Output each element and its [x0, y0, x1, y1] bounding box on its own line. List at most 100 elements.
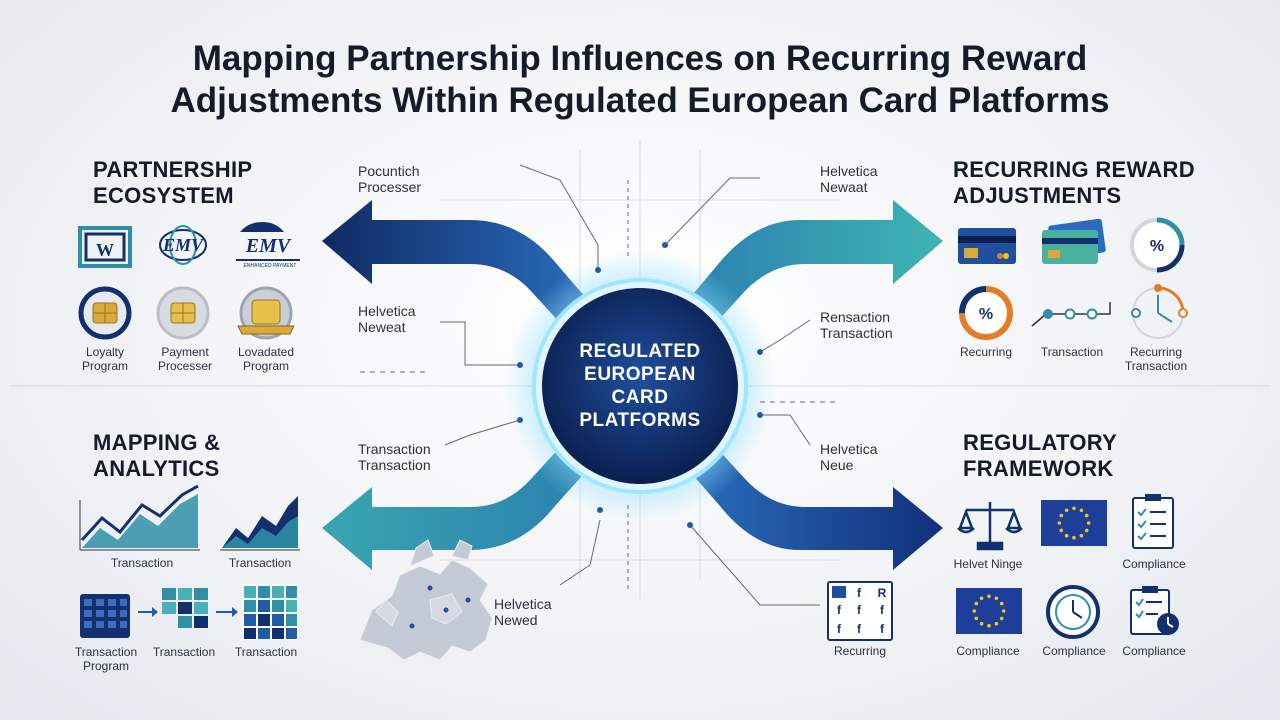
- europe-map-markers: [409, 585, 471, 629]
- partnership-title-line-2: ECOSYSTEM: [93, 183, 234, 208]
- eu-flag-star: [1057, 521, 1062, 525]
- flow-arrow-bottom-left: [322, 434, 598, 570]
- connector-dots: [517, 242, 763, 528]
- recurring-cycle-icon: [1131, 284, 1188, 339]
- compliance-clipboard-clock-icon: [1130, 586, 1179, 635]
- mapping-chart-label-2: Transaction: [228, 556, 292, 570]
- grid-heatmap-icon: [242, 584, 298, 640]
- bank-logo-icon: W: [78, 226, 132, 268]
- eu-flag-star: [1079, 508, 1084, 513]
- partnership-title-line-1: PARTNERSHIP: [93, 157, 253, 182]
- hub-label-line-4: PLATFORMS: [579, 410, 701, 431]
- hub-label-line-3: CARD: [611, 387, 669, 408]
- grid-calendar-icon: [80, 594, 158, 638]
- eu-flag-star: [979, 596, 984, 601]
- regulatory-label-clock: Compliance: [1042, 644, 1106, 658]
- mapping-grid-label-3: Transaction: [234, 645, 298, 659]
- flow-arrow-top-left: [322, 200, 598, 336]
- eu-flag-star: [1072, 506, 1076, 511]
- recurring-label-1: Recurring: [959, 345, 1013, 359]
- eu-flag-icon-2: [956, 588, 1022, 634]
- mapping-chart-label-1: Transaction: [110, 556, 174, 570]
- regulatory-label-checklist: Compliance: [1122, 557, 1186, 571]
- section-title-regulatory: REGULATORY FRAMEWORK: [963, 430, 1117, 482]
- flow-arrow-bottom-right: [678, 434, 943, 570]
- flow-arrow-top-right: [678, 200, 943, 336]
- validated-program-seal-icon: [237, 286, 295, 340]
- svg-text:f: f: [837, 622, 842, 636]
- hub-label-line-1: REGULATED: [579, 341, 701, 362]
- eu-flag-star: [994, 621, 999, 626]
- svg-text:R: R: [878, 586, 887, 600]
- area-chart-2: [220, 496, 300, 551]
- payment-chip-badge-icon: [156, 286, 210, 340]
- svg-text:f: f: [857, 586, 862, 600]
- eu-flag-star: [974, 616, 979, 621]
- recurring-title-line-1: RECURRING REWARD: [953, 157, 1195, 182]
- title-line-2: Adjustments Within Regulated European Ca…: [170, 81, 1110, 120]
- eu-flag-star: [1059, 513, 1064, 518]
- compliance-clock-icon: [1046, 585, 1100, 639]
- regulatory-title-line-1: REGULATORY: [963, 430, 1118, 455]
- section-title-mapping: MAPPING & ANALYTICS: [93, 430, 220, 482]
- eu-flag-star: [1059, 528, 1064, 533]
- eu-flag-star: [1072, 535, 1076, 540]
- recurring-title-line-2: ADJUSTMENTS: [953, 183, 1122, 208]
- connector-lines: [360, 164, 840, 606]
- flow-label-bottom-right: Recurring: [833, 644, 887, 658]
- svg-text:%: %: [1150, 238, 1164, 255]
- svg-text:f: f: [857, 603, 862, 617]
- mapping-grid-label-2: Transaction: [152, 645, 216, 659]
- eu-flag-star: [1064, 508, 1069, 513]
- emv-logo-text-1: EMV: [162, 235, 204, 255]
- eu-flag-star: [1079, 533, 1084, 538]
- emv-card-logo-icon: ENHANCED PAYMENT: [236, 222, 300, 269]
- regulatory-title-line-2: FRAMEWORK: [963, 456, 1114, 481]
- eu-flag-star: [974, 601, 979, 606]
- scales-justice-icon: [957, 502, 1023, 551]
- page-title: Mapping Partnership Influences on Recurr…: [40, 38, 1240, 122]
- blue-card-icon: [958, 228, 1016, 264]
- svg-text:W: W: [96, 240, 114, 260]
- hub-label-line-2: EUROPEAN: [584, 364, 696, 385]
- transaction-timeline-icon: [1031, 302, 1111, 327]
- eu-flag-star: [1084, 528, 1089, 533]
- svg-text:f: f: [880, 622, 885, 636]
- svg-text:f: f: [837, 603, 842, 617]
- hub-label: REGULATED EUROPEAN CARD PLATFORMS: [537, 340, 743, 432]
- percent-progress-icon-2: %: [959, 286, 1013, 340]
- mapping-title-line-1: MAPPING &: [93, 430, 221, 455]
- percent-progress-icon-1: %: [1130, 217, 1185, 273]
- loyalty-chip-badge-icon: [78, 286, 132, 340]
- section-title-partnership: PARTNERSHIP ECOSYSTEM: [93, 157, 252, 209]
- area-chart-1: [79, 484, 200, 551]
- title-line-1: Mapping Partnership Influences on Recurr…: [192, 39, 1088, 78]
- svg-text:f: f: [857, 622, 862, 636]
- eu-flag-star: [979, 621, 984, 626]
- eu-flag-star: [972, 609, 977, 613]
- compliance-checklist-icon: [1132, 494, 1174, 549]
- regulatory-label-scales: Helvet Ninge: [953, 557, 1023, 571]
- section-title-recurring: RECURRING REWARD ADJUSTMENTS: [953, 157, 1195, 209]
- eu-flag-star: [1086, 521, 1091, 525]
- eu-flag-star: [994, 596, 999, 601]
- eu-flag-star: [987, 594, 991, 599]
- eu-flag-star: [1084, 513, 1089, 518]
- mapping-title-line-2: ANALYTICS: [93, 456, 220, 481]
- emv-logo-text-2: EMV: [245, 235, 291, 257]
- eu-flag-star: [1064, 533, 1069, 538]
- regulatory-label-clipboard: Compliance: [1122, 644, 1186, 658]
